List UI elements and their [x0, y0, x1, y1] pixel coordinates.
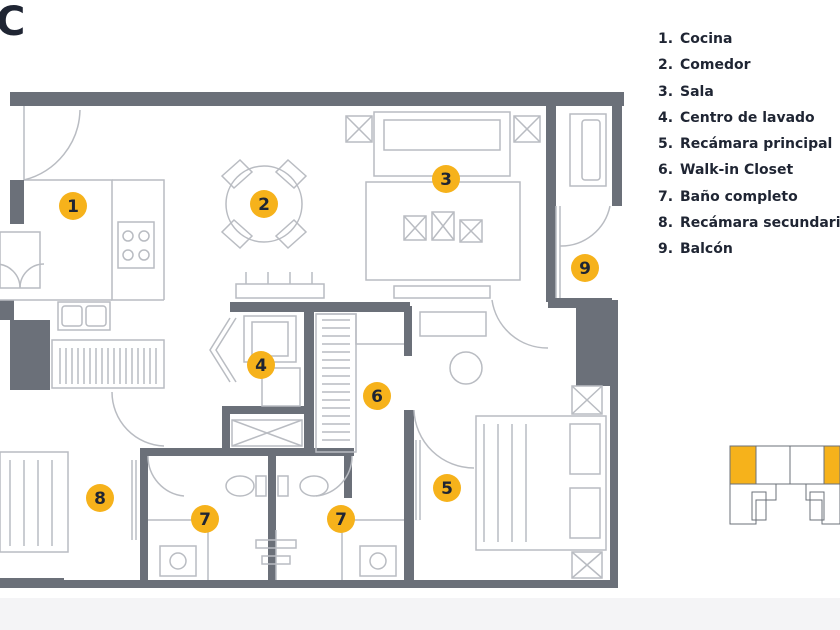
wall-bath-divider [268, 456, 276, 580]
secondary-bed [0, 391, 165, 553]
dining-table [220, 158, 308, 250]
wall-balcony-right [612, 106, 622, 206]
wall-balcony-left [546, 106, 556, 302]
wall-column-left [10, 320, 50, 390]
kitchen-door [23, 106, 81, 181]
marker-3: 3 [432, 165, 460, 193]
wall-right [610, 300, 618, 588]
wall-laundry-right [304, 306, 314, 452]
wall-shaft-left [222, 406, 230, 452]
svg-text:3: 3 [440, 170, 452, 190]
wall-left-stub [0, 300, 14, 320]
svg-text:8: 8 [94, 489, 106, 509]
legend-item-comedor: 2.Comedor [658, 57, 751, 74]
svg-text:9: 9 [579, 259, 591, 279]
footer-bar [0, 598, 840, 630]
legend-item-balcon: 9.Balcón [658, 241, 733, 258]
legend-list: 1.Cocina 2.Comedor 3.Sala 4.Centro de la… [658, 30, 840, 267]
legend-item-recamara-secundaria: 8.Recámara secundaria [658, 215, 840, 232]
marker-4: 4 [247, 351, 275, 379]
kitchen-counter [0, 179, 165, 331]
svg-text:2: 2 [258, 195, 270, 215]
wall-column-right [576, 300, 612, 386]
marker-7b: 7 [327, 505, 355, 533]
key-plan-highlight-left [729, 445, 757, 485]
walls [0, 92, 624, 588]
legend-item-bano-completo: 7.Baño completo [658, 188, 798, 205]
svg-text:6: 6 [371, 387, 383, 407]
kitchen-pantry-lines [51, 339, 165, 389]
wall-bath-top [140, 448, 354, 456]
marker-2: 2 [250, 190, 278, 218]
svg-text:7: 7 [335, 510, 347, 530]
living-rug [365, 181, 521, 281]
wall-laundry-top [230, 302, 410, 312]
legend-item-recamara-principal: 5.Recámara principal [658, 136, 833, 153]
marker-1: 1 [59, 192, 87, 220]
legend-item-walk-in-closet: 6.Walk-in Closet [658, 162, 794, 179]
svg-text:7: 7 [199, 510, 211, 530]
wall-bottom-left [0, 578, 64, 588]
master-bed [413, 385, 607, 579]
balcony [555, 113, 611, 298]
legend-item-sala: 3.Sala [658, 83, 714, 100]
marker-5: 5 [433, 474, 461, 502]
marker-6: 6 [363, 382, 391, 410]
living-sofa [345, 111, 541, 177]
tv-console [235, 272, 491, 299]
legend-item-centro-de-lavado: 4.Centro de lavado [658, 109, 815, 126]
wall-laundry-bottom [222, 406, 308, 414]
wall-kitchen-left [10, 180, 24, 224]
walk-in-closet [315, 311, 487, 453]
svg-text:4: 4 [255, 356, 267, 376]
bathrooms [147, 299, 549, 580]
wall-top [10, 92, 624, 106]
marker-7a: 7 [191, 505, 219, 533]
svg-text:5: 5 [441, 479, 453, 499]
wall-bottom [0, 580, 617, 588]
key-plan [729, 445, 840, 525]
marker-8: 8 [86, 484, 114, 512]
marker-9: 9 [571, 254, 599, 282]
wall-bedroom-divider [404, 410, 414, 580]
plan-title: C [0, 0, 26, 45]
wall-closet-right-upper [404, 306, 412, 356]
room-markers: 1 2 3 4 6 5 8 7 7 9 [59, 165, 599, 533]
svg-text:1: 1 [67, 197, 79, 217]
legend-item-cocina: 1.Cocina [658, 31, 733, 47]
wall-bath-left [140, 448, 148, 580]
